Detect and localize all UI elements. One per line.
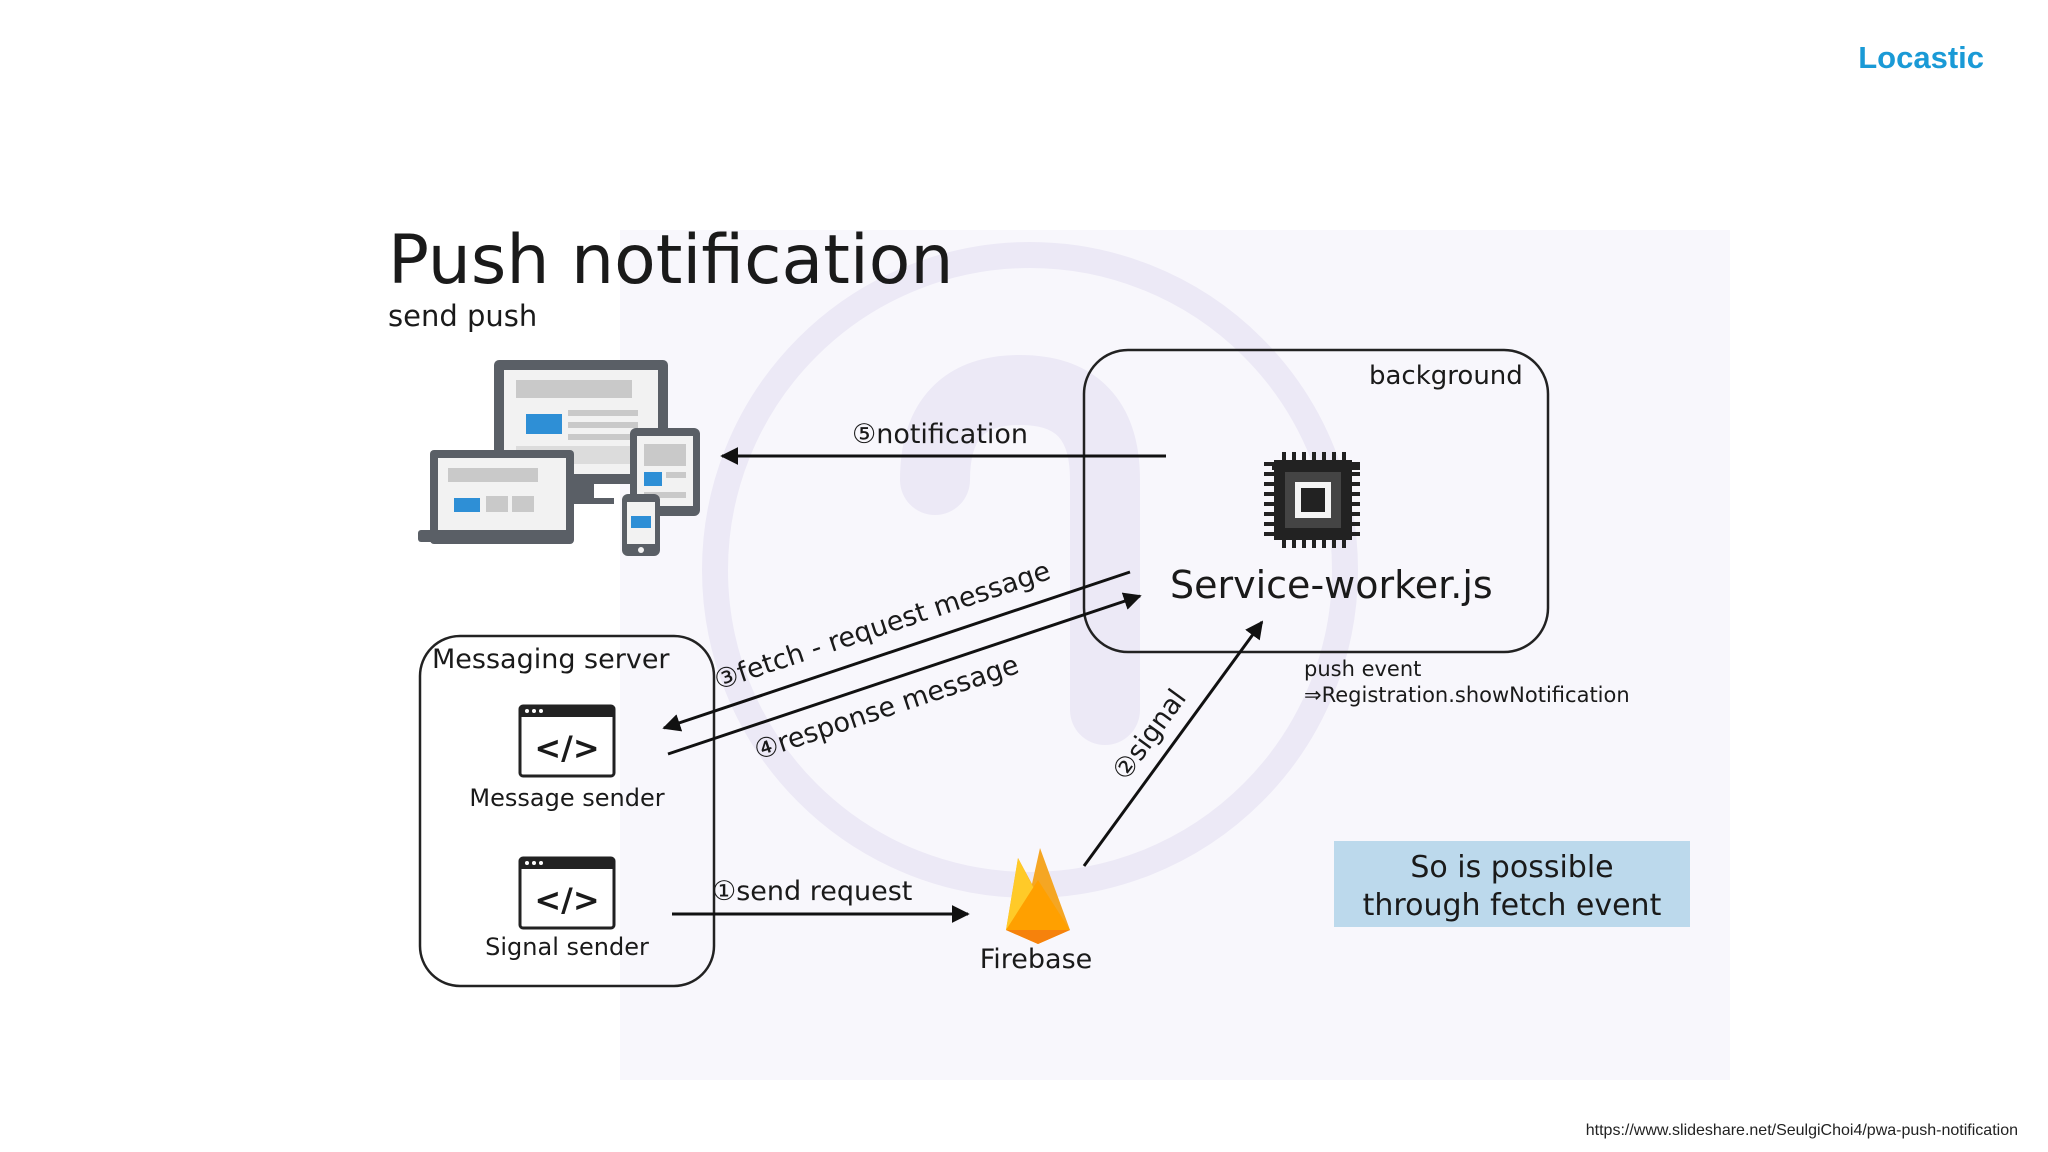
messaging-server-box bbox=[418, 634, 716, 988]
signal-sender-label: Signal sender bbox=[485, 933, 649, 961]
callout-box bbox=[1334, 841, 1690, 927]
source-url: https://www.slideshare.net/SeulgiChoi4/p… bbox=[1585, 1122, 2018, 1139]
svg-text:</>: </> bbox=[534, 881, 599, 919]
push-event-line2: ⇒Registration.showNotification bbox=[1304, 683, 1630, 707]
notification-arrow-label: ⑤notification bbox=[852, 419, 1028, 450]
fetch-request-arrow bbox=[662, 570, 1131, 732]
code-window-icon: </> bbox=[518, 856, 616, 930]
diagram-title: Push notification bbox=[388, 221, 953, 300]
push-event-line1: push event bbox=[1304, 657, 1421, 681]
brand-logo: Locastic bbox=[1858, 40, 1984, 75]
signal-arrow bbox=[1082, 620, 1264, 867]
devices-icon bbox=[418, 360, 700, 556]
background-box bbox=[1082, 348, 1550, 654]
send-request-arrow-label: ①send request bbox=[712, 876, 912, 907]
svg-text:</>: </> bbox=[534, 729, 599, 767]
message-sender-label: Message sender bbox=[469, 784, 664, 812]
service-worker-label: Service-worker.js bbox=[1170, 563, 1493, 607]
messaging-server-label: Messaging server bbox=[432, 644, 670, 675]
callout-line1: So is possible bbox=[1410, 850, 1613, 885]
firebase-icon bbox=[1006, 848, 1070, 944]
background-label: background bbox=[1369, 361, 1523, 391]
diagram-subtitle: send push bbox=[388, 299, 537, 333]
chip-icon bbox=[1264, 452, 1360, 548]
firebase-label: Firebase bbox=[980, 944, 1093, 975]
callout-line2: through fetch event bbox=[1363, 888, 1662, 923]
code-window-icon: </> bbox=[518, 704, 616, 778]
watermark bbox=[620, 230, 1730, 1080]
response-arrow bbox=[667, 592, 1142, 756]
